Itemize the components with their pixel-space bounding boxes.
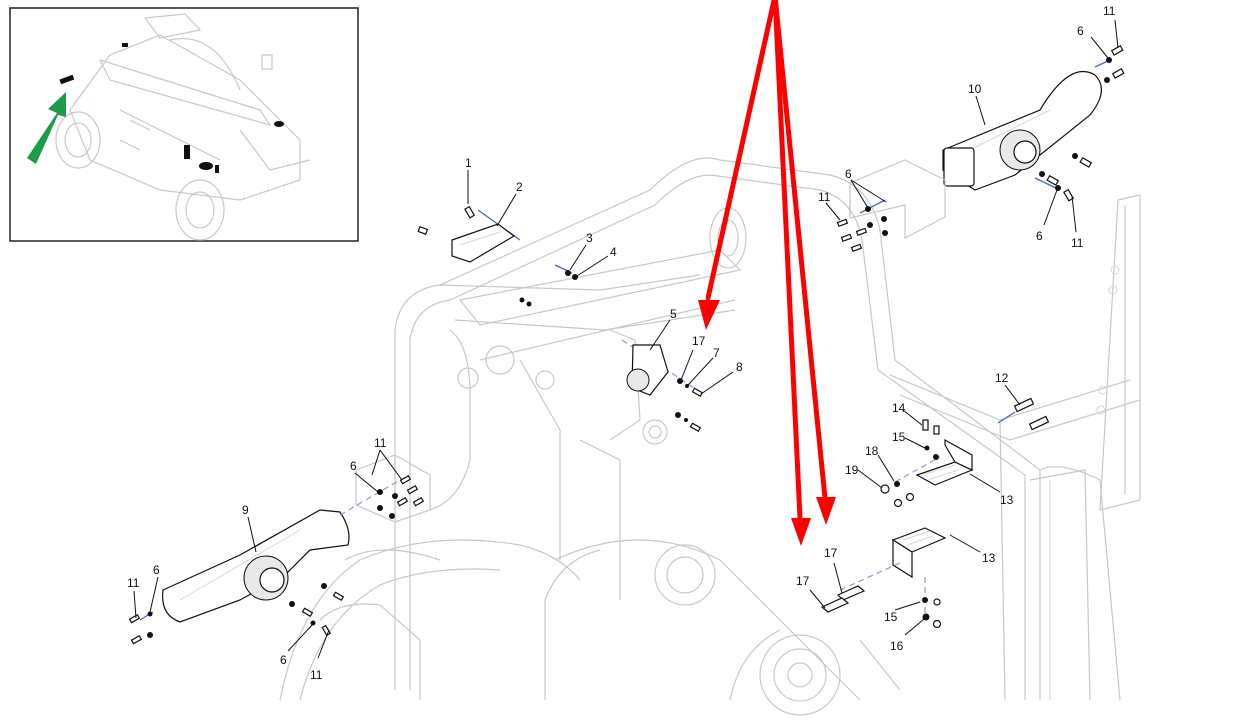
callout-labels: 1 2 3 4 5 17 7 8 9 10 11 6 6 11 6 11 11 …	[127, 4, 1116, 682]
part-joystick-9	[128, 454, 431, 645]
callout-6-lower-right: 6	[1036, 229, 1043, 243]
part-connector-2	[417, 205, 578, 307]
callout-12: 12	[995, 371, 1009, 385]
callout-6-left: 6	[153, 563, 160, 577]
callout-15-lower: 15	[884, 610, 898, 624]
part-socket-5	[621, 339, 704, 433]
callout-16: 16	[890, 639, 904, 653]
callout-4: 4	[610, 245, 617, 259]
red-arrowhead-icon	[816, 497, 836, 525]
callout-3: 3	[586, 231, 593, 245]
callout-11-left: 11	[127, 576, 140, 590]
callout-11-top-right: 11	[1103, 4, 1116, 18]
callout-7: 7	[713, 346, 720, 360]
callout-11-cover-upper: 11	[818, 190, 831, 204]
inset-frame	[9, 7, 359, 242]
callout-5: 5	[670, 307, 677, 321]
callout-14: 14	[892, 401, 906, 415]
callout-19: 19	[845, 463, 859, 477]
callout-8: 8	[736, 360, 743, 374]
red-arrowhead-icon	[791, 518, 811, 546]
callout-17-sensor-b: 17	[824, 546, 838, 560]
red-arrow-to-17-sensor-a	[772, 0, 803, 521]
leader-lines	[133, 19, 1119, 659]
callout-6-cover-lower: 6	[350, 459, 357, 473]
callout-11-lower-right: 11	[1071, 236, 1084, 250]
machine-frame-outline	[279, 157, 1141, 716]
callout-13-lower: 13	[982, 551, 996, 565]
part-joystick-10	[836, 44, 1125, 253]
callout-13-upper: 13	[1000, 493, 1014, 507]
callout-6-cover-upper: 6	[845, 167, 852, 181]
overview-inset	[9, 7, 359, 242]
telehandler-overview	[55, 13, 311, 241]
callout-18: 18	[865, 444, 879, 458]
callout-10: 10	[968, 82, 982, 96]
callout-9: 9	[242, 503, 249, 517]
callout-17-sensor-a: 17	[796, 574, 810, 588]
part-brackets-13	[820, 397, 1050, 629]
callout-1: 1	[465, 156, 472, 170]
callout-17-socket: 17	[692, 334, 706, 348]
callout-6-bottom: 6	[280, 653, 287, 667]
callout-11-bottom: 11	[310, 668, 323, 682]
green-locator-arrow-icon	[27, 92, 66, 164]
red-arrow-to-17-socket	[705, 0, 777, 301]
highlight-arrows	[698, 0, 836, 546]
callout-11-cover-lower: 11	[374, 436, 387, 450]
callout-15-upper: 15	[892, 430, 906, 444]
callout-2: 2	[516, 180, 523, 194]
red-arrowhead-icon	[698, 300, 720, 330]
red-arrow-to-17-sensor-b	[772, 0, 828, 501]
callout-6-top-right: 6	[1077, 24, 1084, 38]
